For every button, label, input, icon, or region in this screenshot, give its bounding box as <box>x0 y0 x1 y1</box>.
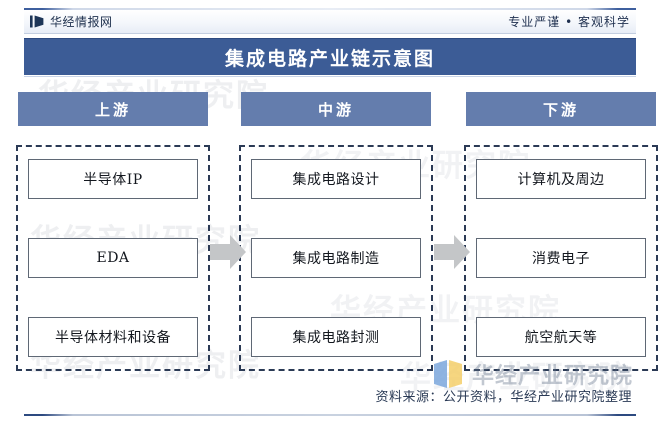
top-divider <box>24 8 636 10</box>
item-box[interactable]: 半导体IP <box>28 159 198 199</box>
brand: 华经情报网 <box>30 13 113 30</box>
item-box[interactable]: 计算机及周边 <box>476 159 646 199</box>
page-header: 华经情报网 专业严谨 • 客观科学 <box>24 10 636 34</box>
column-header-upstream: 上游 <box>18 92 208 126</box>
item-box[interactable]: 半导体材料和设备 <box>28 317 198 357</box>
items-upstream: 半导体IP EDA 半导体材料和设备 <box>18 145 208 371</box>
page-title: 集成电路产业链示意图 <box>224 47 435 70</box>
column-upstream: 上游 半导体IP EDA 半导体材料和设备 <box>16 92 210 371</box>
item-box[interactable]: 集成电路制造 <box>251 238 421 278</box>
column-header-downstream: 下游 <box>466 92 656 126</box>
dashed-group-upstream <box>16 145 210 371</box>
chart-title-bar: 集成电路产业链示意图 <box>24 38 636 75</box>
book-mark-icon <box>30 15 44 28</box>
item-box[interactable]: 集成电路设计 <box>251 159 421 199</box>
item-box[interactable]: 航空航天等 <box>476 317 646 357</box>
item-label: 航空航天等 <box>524 330 598 346</box>
item-box[interactable]: EDA <box>28 238 198 278</box>
source-note: 资料来源：公开资料，华经产业研究院整理 <box>375 390 632 405</box>
column-header-label: 中游 <box>317 100 354 119</box>
item-label: 集成电路封测 <box>292 330 380 346</box>
arrow-right-icon <box>432 233 472 271</box>
column-header-midstream: 中游 <box>241 92 431 126</box>
item-label: 集成电路设计 <box>292 172 380 188</box>
bottom-divider <box>24 414 636 416</box>
arrow-right-icon <box>208 233 248 271</box>
title-underline <box>24 76 636 77</box>
column-downstream: 下游 计算机及周边 消费电子 航空航天等 <box>464 92 658 371</box>
item-box[interactable]: 集成电路封测 <box>251 317 421 357</box>
dashed-group-downstream <box>464 145 658 371</box>
item-label: 集成电路制造 <box>292 251 380 267</box>
column-header-label: 下游 <box>542 100 579 119</box>
item-label: 消费电子 <box>532 251 590 267</box>
item-label: EDA <box>96 250 130 266</box>
brand-label: 华经情报网 <box>50 15 113 29</box>
item-box[interactable]: 消费电子 <box>476 238 646 278</box>
column-header-label: 上游 <box>94 100 131 119</box>
item-label: 计算机及周边 <box>517 172 605 188</box>
column-midstream: 中游 集成电路设计 集成电路制造 集成电路封测 <box>239 92 433 371</box>
items-midstream: 集成电路设计 集成电路制造 集成电路封测 <box>241 145 431 371</box>
items-downstream: 计算机及周边 消费电子 航空航天等 <box>466 145 656 371</box>
item-label: 半导体IP <box>83 172 143 188</box>
value-chain-columns: 上游 半导体IP EDA 半导体材料和设备 中游 <box>0 92 660 382</box>
item-label: 半导体材料和设备 <box>55 330 171 346</box>
header-tagline: 专业严谨 • 客观科学 <box>508 15 630 29</box>
